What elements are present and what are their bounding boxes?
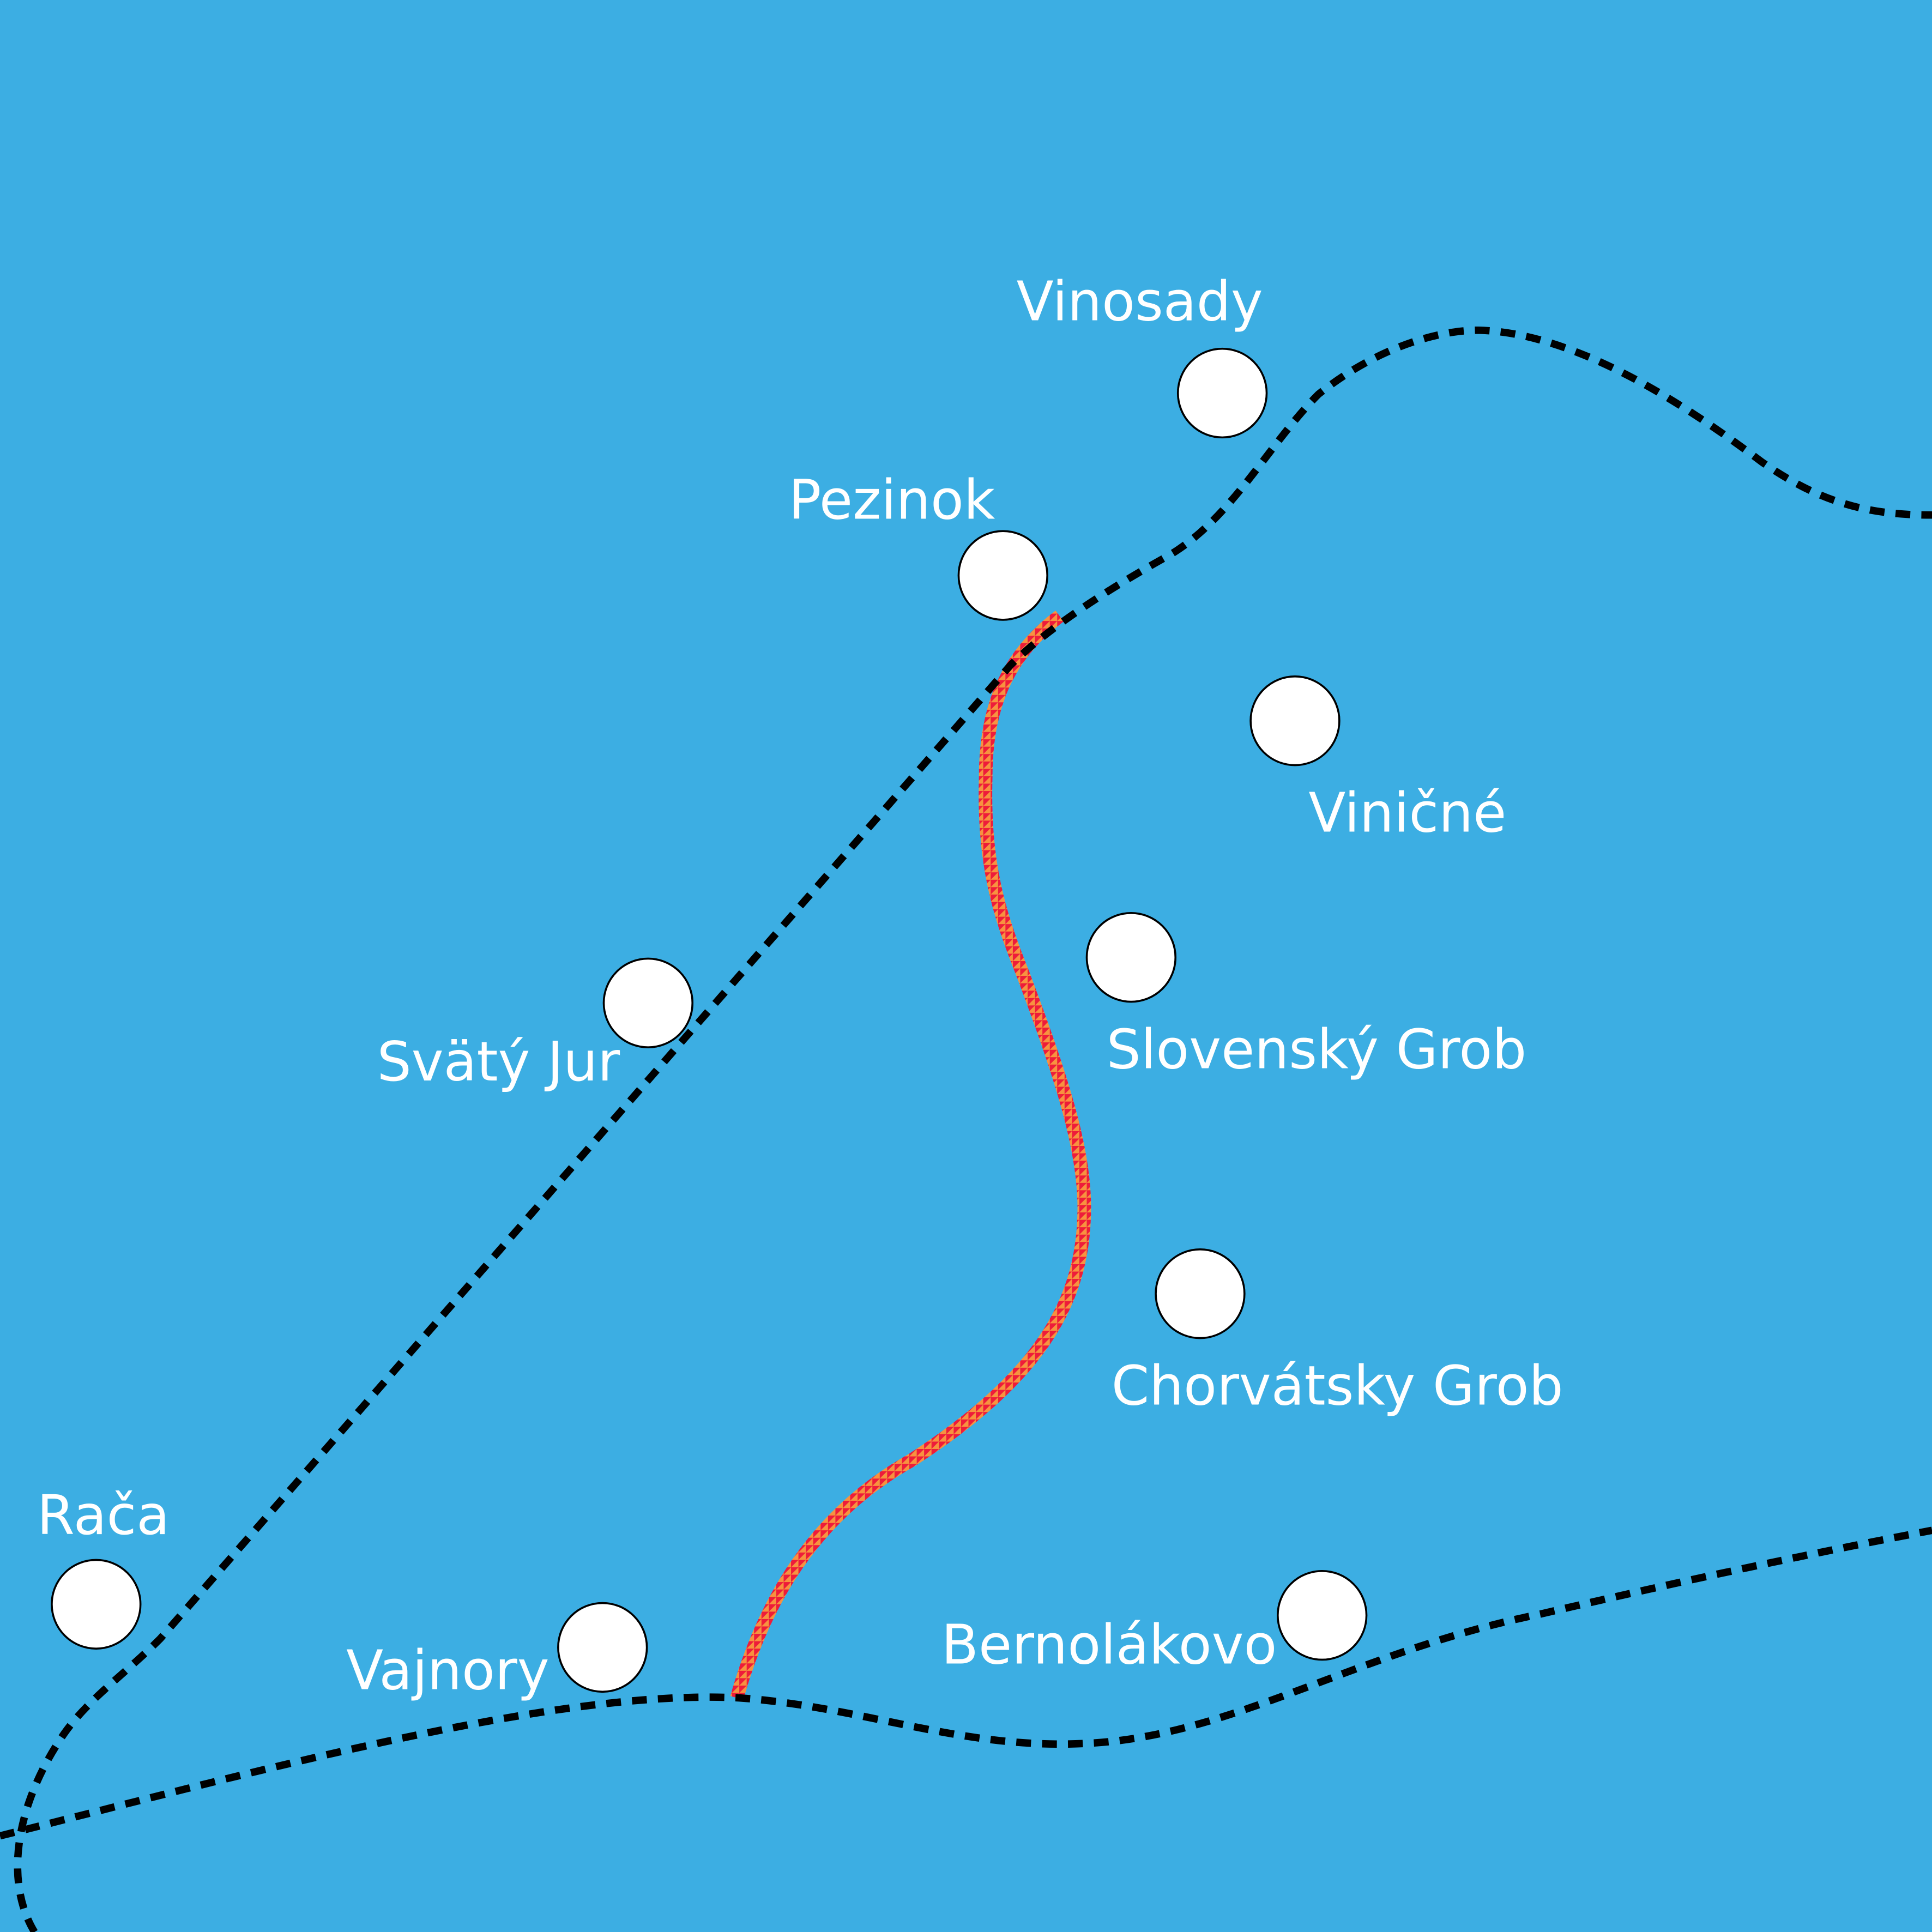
town-pezinok[interactable]: Pezinok — [789, 469, 1048, 621]
town-marker[interactable] — [1155, 1248, 1246, 1339]
town-label: Bernolákovo — [941, 1614, 1277, 1676]
railway-line-north — [14, 326, 1932, 1932]
town-label: Pezinok — [789, 469, 995, 532]
town-marker[interactable] — [557, 1602, 648, 1693]
town-marker[interactable] — [957, 530, 1048, 621]
town-slovensky-grob[interactable]: Slovenský Grob — [1085, 912, 1527, 1082]
town-marker[interactable] — [51, 1559, 142, 1650]
town-vinosady[interactable]: Vinosady — [1017, 271, 1268, 439]
town-bernolakovo[interactable]: Bernolákovo — [941, 1569, 1368, 1677]
town-marker[interactable] — [1249, 675, 1341, 766]
railway-line-south — [0, 1526, 1932, 1840]
town-label: Viničné — [1308, 782, 1506, 845]
town-vajnory[interactable]: Vajnory — [346, 1602, 648, 1702]
town-vinicne[interactable]: Viničné — [1249, 675, 1506, 845]
town-label: Vajnory — [346, 1640, 549, 1702]
town-raca[interactable]: Rača — [37, 1484, 170, 1650]
town-label: Rača — [37, 1484, 170, 1547]
town-label: Vinosady — [1017, 271, 1263, 334]
route-line[interactable] — [730, 611, 1091, 1700]
town-label: Chorvátsky Grob — [1112, 1355, 1563, 1418]
town-label: Svätý Jur — [377, 1031, 620, 1094]
town-svaty-jur[interactable]: Svätý Jur — [377, 957, 694, 1094]
town-marker[interactable] — [1277, 1569, 1368, 1661]
town-marker[interactable] — [1176, 347, 1268, 439]
town-label: Slovenský Grob — [1107, 1019, 1527, 1082]
town-marker[interactable] — [1085, 912, 1177, 1003]
town-chorvatsky-grob[interactable]: Chorvátsky Grob — [1112, 1248, 1563, 1418]
town-marker[interactable] — [602, 957, 694, 1048]
